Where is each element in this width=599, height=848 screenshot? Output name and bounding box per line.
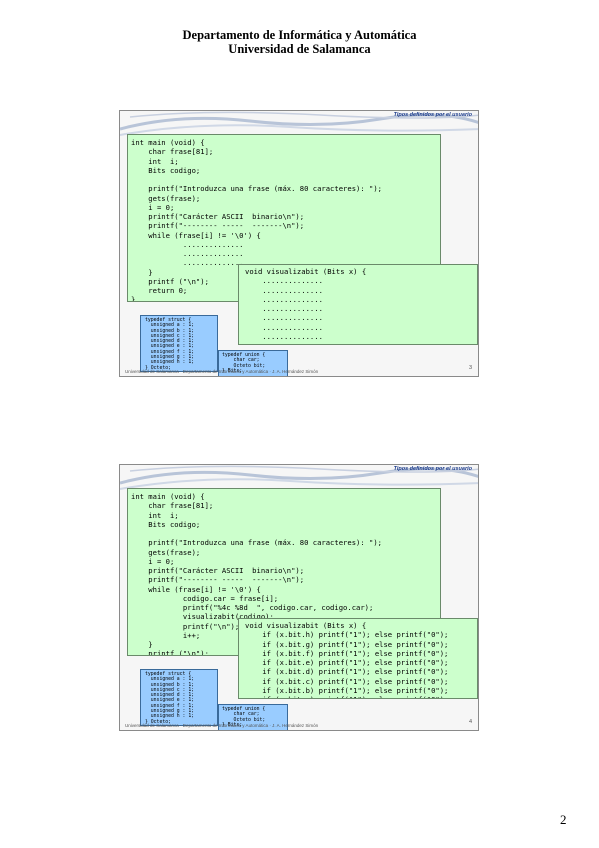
union-bits-block: typedef union { char car; Octeto bit; } … <box>218 350 288 376</box>
visualizabit-code-block: void visualizabit (Bits x) { ...........… <box>238 264 478 345</box>
slide-title: Tipos definidos por el usuario <box>393 112 472 118</box>
struct-octeto-block: typedef struct { unsigned a : 1; unsigne… <box>140 669 218 726</box>
slide-2: Tipos definidos por el usuario int main … <box>119 464 479 731</box>
slide-footer: Universidad de Salamanca · Departamento … <box>125 723 319 728</box>
visualizabit-code-block: void visualizabit (Bits x) { if (x.bit.h… <box>238 618 478 699</box>
header-university: Universidad de Salamanca <box>228 42 371 56</box>
slide-number: 3 <box>468 365 472 371</box>
slide-footer: Universidad de Salamanca · Departamento … <box>125 369 319 374</box>
union-bits-block: typedef union { char car; Octeto bit; } … <box>218 704 288 730</box>
slide-number: 4 <box>468 719 472 725</box>
struct-octeto-block: typedef struct { unsigned a : 1; unsigne… <box>140 315 218 372</box>
slide-swoosh-decoration <box>120 111 478 136</box>
slide-1: Tipos definidos por el usuario int main … <box>119 110 479 377</box>
slide-swoosh-decoration <box>120 465 478 490</box>
page-number: 2 <box>560 812 567 827</box>
page-header: Departamento de Informática y Automática… <box>0 28 599 56</box>
header-department: Departamento de Informática y Automática <box>182 28 417 42</box>
slide-title: Tipos definidos por el usuario <box>393 466 472 472</box>
